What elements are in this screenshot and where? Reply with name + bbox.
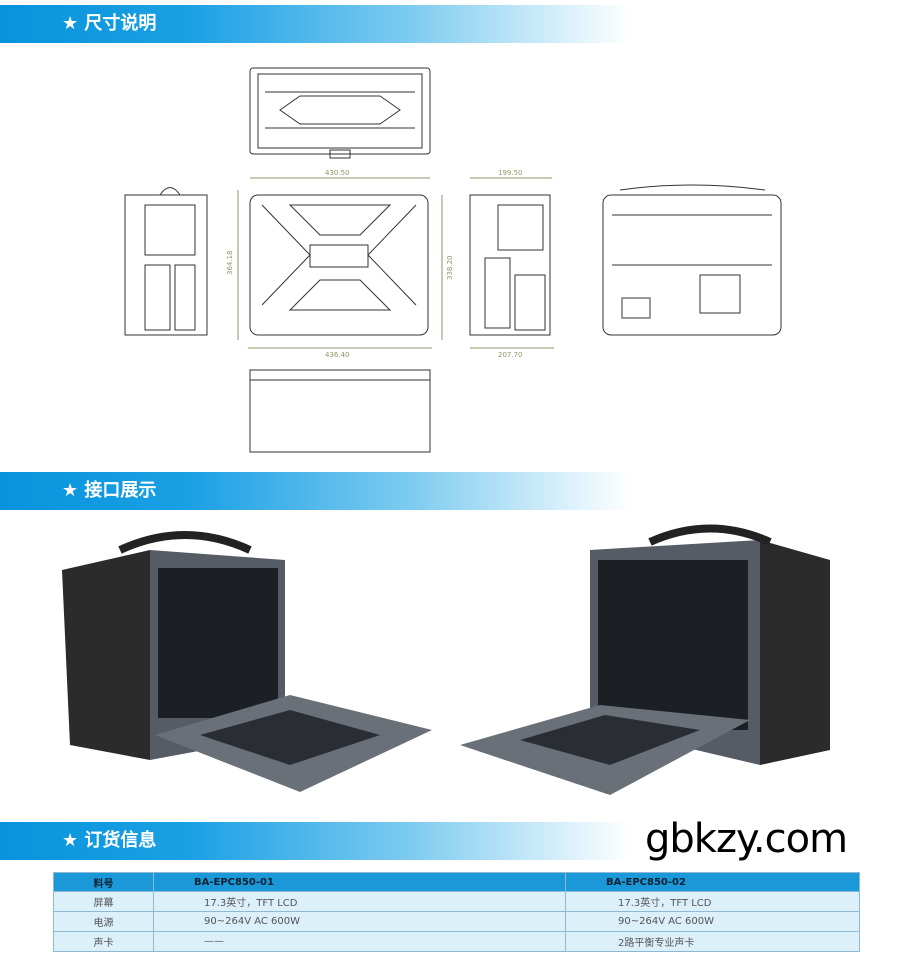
table-cell: —— — [153, 931, 566, 952]
table-row: 电源 90~264V AC 600W 90~264V AC 600W — [53, 911, 860, 932]
header-cell: 料号 — [53, 872, 154, 892]
section-title: 尺寸说明 — [84, 13, 157, 34]
dim-side-width-top: 199.50 — [498, 169, 523, 177]
section-title: 接口展示 — [84, 480, 157, 501]
section-header-dimensions: ★ 尺寸说明 — [0, 5, 630, 43]
table-cell: 17.3英寸，TFT LCD — [565, 891, 860, 912]
table-cell: 90~264V AC 600W — [153, 911, 566, 932]
left-side-drawing — [124, 187, 208, 336]
back-view-drawing — [602, 184, 782, 336]
table-header-row: 料号 BA-EPC850-01 BA-EPC850-02 — [53, 872, 860, 892]
front-view-drawing: 430.50 364.18 338.20 436.40 — [226, 169, 454, 359]
table-cell: 屏幕 — [53, 891, 154, 912]
dim-front-height-right: 338.20 — [446, 256, 454, 281]
star-icon: ★ — [62, 13, 79, 34]
header-cell: BA-EPC850-01 — [153, 872, 566, 892]
section-header-ordering: ★ 订货信息 — [0, 822, 630, 860]
table-cell: 电源 — [53, 911, 154, 932]
bottom-view-drawing — [249, 369, 431, 453]
dim-side-width-bottom: 207.70 — [498, 351, 523, 359]
section-title: 订货信息 — [84, 830, 157, 851]
watermark: gbkzy.com — [645, 816, 848, 862]
table-row: 声卡 —— 2路平衡专业声卡 — [53, 931, 860, 952]
ordering-table: 料号 BA-EPC850-01 BA-EPC850-02 屏幕 17.3英寸，T… — [53, 872, 860, 952]
product-photos — [62, 524, 830, 795]
dim-front-width-top: 430.50 — [325, 169, 350, 177]
dim-front-width-bottom: 436.40 — [325, 351, 350, 359]
table-cell: 90~264V AC 600W — [565, 911, 860, 932]
laptop-photo-left — [62, 531, 432, 792]
header-cell: BA-EPC850-02 — [565, 872, 860, 892]
table-cell: 17.3英寸，TFT LCD — [153, 891, 566, 912]
dimension-drawings: 430.50 364.18 338.20 436.40 199.50 207.7… — [124, 67, 782, 453]
right-side-drawing: 199.50 207.70 — [469, 169, 554, 359]
star-icon: ★ — [62, 480, 79, 501]
top-view-drawing — [249, 67, 431, 159]
laptop-photo-right — [460, 524, 830, 795]
table-cell: 2路平衡专业声卡 — [565, 931, 860, 952]
dim-front-height-left: 364.18 — [226, 251, 234, 276]
section-header-interfaces: ★ 接口展示 — [0, 472, 630, 510]
star-icon: ★ — [62, 830, 79, 851]
table-row: 屏幕 17.3英寸，TFT LCD 17.3英寸，TFT LCD — [53, 891, 860, 912]
table-cell: 声卡 — [53, 931, 154, 952]
